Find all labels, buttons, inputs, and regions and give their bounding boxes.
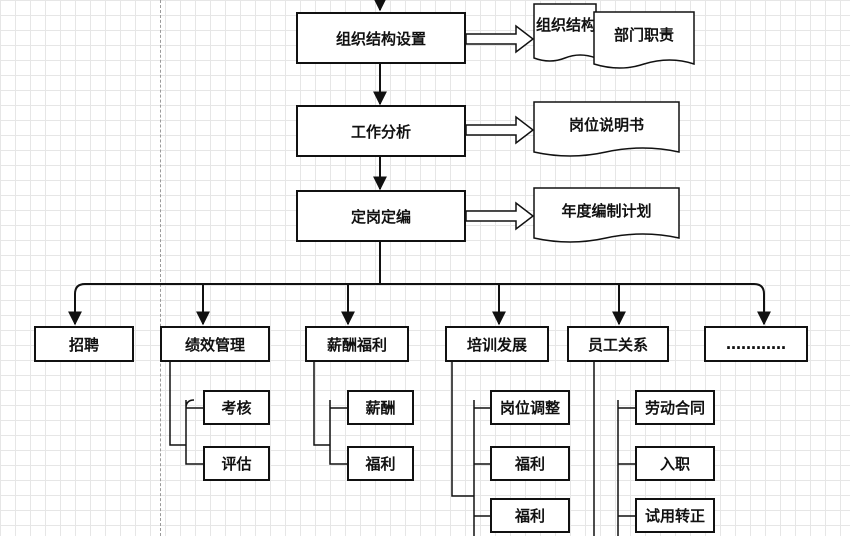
document-shape-2 — [593, 11, 695, 69]
document-shape-1 — [533, 3, 597, 62]
employee-child-probation: 试用转正 — [635, 498, 715, 533]
employee-box: 员工关系 — [567, 326, 669, 362]
more-modules-box: ………… — [704, 326, 808, 362]
hollow-arrow-3 — [465, 201, 535, 231]
training-tree-connector — [451, 362, 490, 536]
staffing-box: 定岗定编 — [296, 190, 466, 242]
compensation-child-salary: 薪酬 — [347, 390, 414, 425]
training-child-position-adjust: 岗位调整 — [490, 390, 570, 425]
recruit-box: 招聘 — [34, 326, 134, 362]
job-description-doc-label: 岗位说明书 — [568, 116, 644, 134]
performance-child-assessment: 考核 — [203, 390, 270, 425]
compensation-child-welfare: 福利 — [347, 446, 414, 481]
training-child-welfare-2: 福利 — [490, 498, 570, 533]
employee-child-labor-contract: 劳动合同 — [635, 390, 715, 425]
compensation-tree-connector — [313, 362, 347, 465]
org-structure-doc-label: 组织结构 — [536, 16, 594, 34]
dept-duties-doc-label: 部门职责 — [613, 26, 674, 44]
document-shape-4 — [533, 187, 680, 243]
distribution-bar — [74, 283, 765, 315]
hollow-arrow-1 — [465, 24, 535, 54]
org-structure-box: 组织结构设置 — [296, 12, 466, 64]
compensation-box: 薪酬福利 — [305, 326, 409, 362]
performance-child-evaluation: 评估 — [203, 446, 270, 481]
training-box: 培训发展 — [445, 326, 549, 362]
training-child-welfare-1: 福利 — [490, 446, 570, 481]
employee-child-onboarding: 入职 — [635, 446, 715, 481]
hollow-arrow-2 — [465, 115, 535, 145]
job-analysis-box: 工作分析 — [296, 105, 466, 157]
performance-tree-connector — [169, 362, 203, 465]
performance-box: 绩效管理 — [160, 326, 270, 362]
employee-tree-connector — [593, 362, 635, 536]
document-shape-3 — [533, 101, 680, 157]
annual-plan-doc-label: 年度编制计划 — [561, 202, 652, 220]
page-guide-line — [160, 0, 161, 536]
